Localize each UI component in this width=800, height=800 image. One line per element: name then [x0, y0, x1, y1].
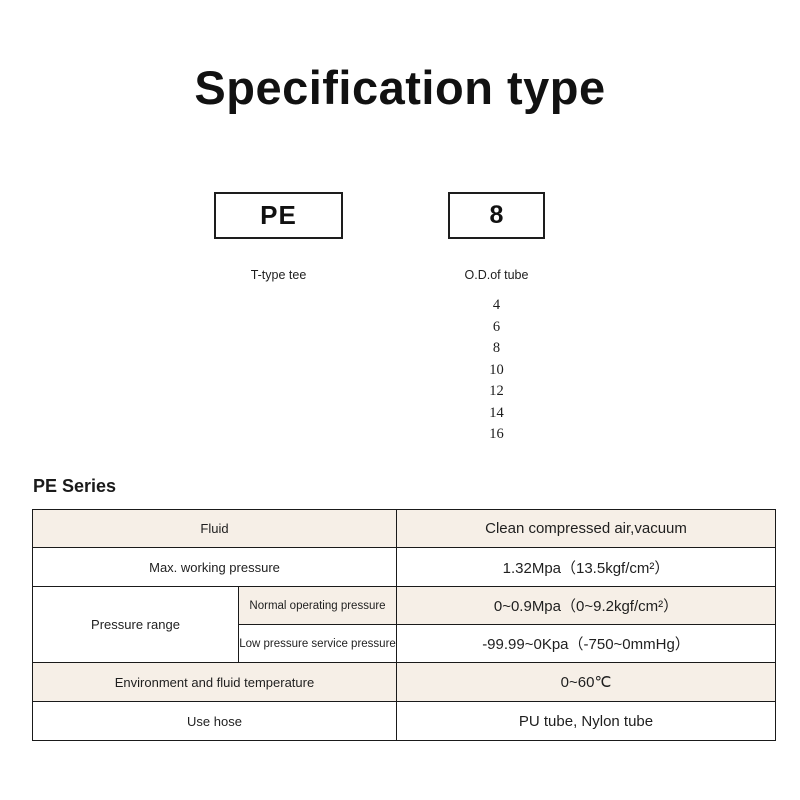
table-row: Fluid Clean compressed air,vacuum: [32, 509, 776, 548]
page-title: Specification type: [194, 61, 606, 114]
size-option-list: 4 6 8 10 12 14 16: [440, 295, 553, 446]
size-option: 14: [489, 404, 504, 421]
size-option: 10: [489, 361, 504, 378]
size-option: 16: [489, 426, 504, 442]
table-cell-label: Fluid: [32, 509, 397, 548]
table-cell-value: Clean compressed air,vacuum: [396, 509, 776, 548]
size-option: 12: [489, 383, 504, 399]
spec-code-series-caption: T-type tee: [250, 268, 307, 282]
table-cell-value: 0~0.9Mpa（0~9.2kgf/cm²）: [396, 586, 776, 625]
spec-code-series-value: PE: [260, 200, 297, 230]
table-row: Low pressure service pressure -99.99~0Kp…: [33, 624, 776, 663]
table-cell-label: Max. working pressure: [32, 547, 397, 587]
spec-code-size-box: 8: [448, 192, 545, 239]
table-row: Use hose PU tube, Nylon tube: [32, 701, 776, 741]
spec-code-size-caption: O.D.of tube: [464, 268, 529, 282]
table-cell-label-pressure-range: Pressure range: [32, 586, 239, 663]
table-cell-value: 0~60℃: [396, 662, 776, 702]
spec-table: Fluid Clean compressed air,vacuum Max. w…: [32, 509, 776, 741]
table-cell-sublabel: Normal operating pressure: [238, 586, 397, 625]
table-row: Max. working pressure 1.32Mpa（13.5kgf/cm…: [32, 547, 776, 587]
table-cell-sublabel: Low pressure service pressure: [238, 624, 397, 663]
spec-code-series-box: PE: [214, 192, 343, 239]
spec-table-heading: PE Series: [33, 476, 117, 496]
table-cell-value: 1.32Mpa（13.5kgf/cm²）: [396, 547, 776, 587]
table-row: Pressure range Normal operating pressure…: [32, 586, 776, 663]
table-cell-label: Use hose: [32, 701, 397, 741]
size-option: 8: [492, 340, 501, 356]
table-row: Environment and fluid temperature 0~60℃: [32, 662, 776, 702]
spec-code-size-value: 8: [489, 201, 504, 229]
table-cell-value: PU tube, Nylon tube: [396, 701, 776, 741]
size-option: 4: [492, 297, 501, 313]
size-option: 6: [492, 318, 501, 335]
table-cell-value: -99.99~0Kpa（-750~0mmHg）: [396, 624, 776, 663]
table-cell-label: Environment and fluid temperature: [32, 662, 397, 702]
